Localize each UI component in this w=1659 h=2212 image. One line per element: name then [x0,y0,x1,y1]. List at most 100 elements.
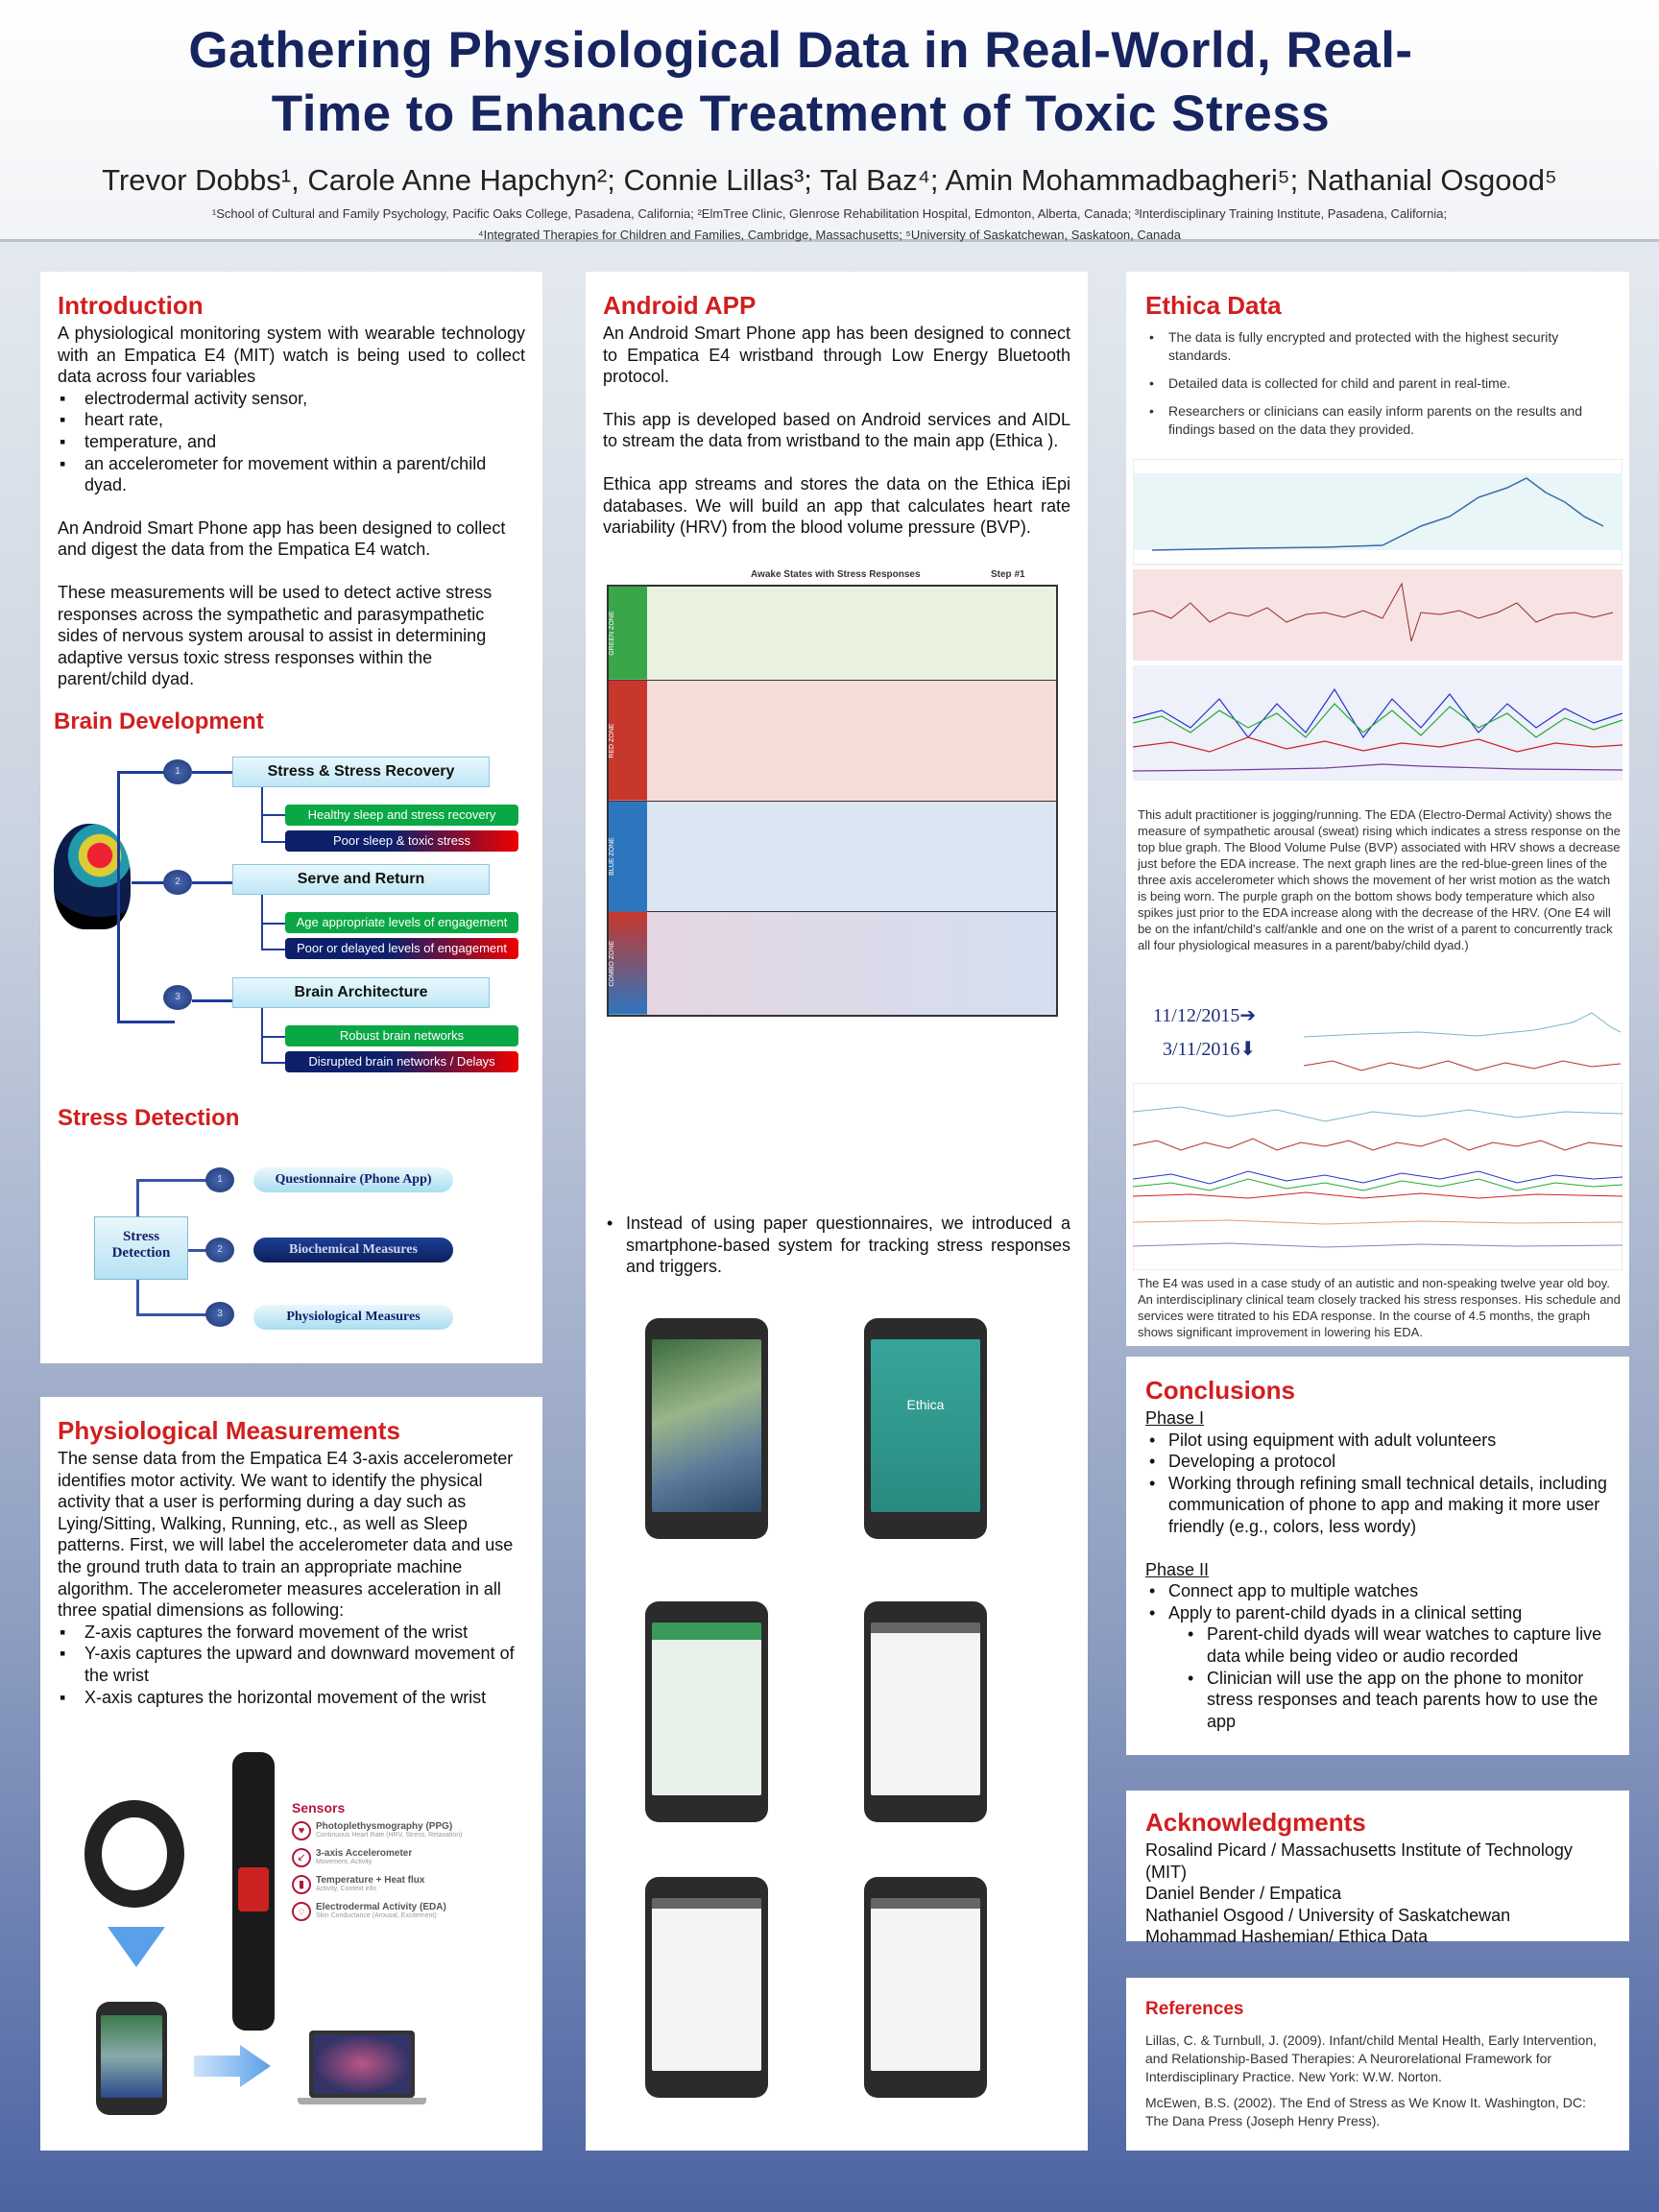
step-number-1: 1 [205,1167,234,1192]
list-item: Pilot using equipment with adult volunte… [1145,1430,1610,1452]
ethica-heading: Ethica Data [1145,291,1282,320]
ethica-panel: Ethica Data The data is fully encrypted … [1126,272,1629,1346]
jogging-sensor-graphs [1133,459,1623,781]
bad-outcome-1: Poor sleep & toxic stress [285,830,518,852]
poster-header: Gathering Physiological Data in Real-Wor… [0,0,1659,242]
caption-text: The E4 was used in a case study of an au… [1138,1276,1621,1339]
laptop-image [309,2031,415,2098]
serve-return-box: Serve and Return [232,864,490,895]
list-item: Researchers or clinicians can easily inf… [1145,402,1610,439]
references-panel: References Lillas, C. & Turnbull, J. (20… [1126,1978,1629,2151]
e4-band-image [232,1752,275,2031]
jogging-caption: This adult practitioner is jogging/runni… [1138,806,1623,953]
list-item: The data is fully encrypted and protecte… [1145,328,1610,365]
list-item: Y-axis captures the upward and downward … [58,1643,525,1686]
awake-states-chart: Awake States with Stress Responses Step … [607,569,1058,1390]
list-item: Parent-child dyads will wear watches to … [1184,1623,1610,1667]
brain-development-diagram: 1 2 3 Stress & Stress Recovery Healthy s… [40,747,542,1073]
sensor-name: 3-axis Accelerometer [316,1848,413,1859]
intro-paragraph-1: A physiological monitoring system with w… [58,324,525,387]
ethica-bullets: The data is fully encrypted and protecte… [1145,328,1610,439]
affiliations-line-2: ⁴Integrated Therapies for Children and F… [478,228,1181,242]
android-paragraph-3: Ethica app streams and stores the data o… [603,473,1070,538]
list-item: an accelerometer for movement within a p… [58,453,525,496]
eda-comparison-graph-small [1304,994,1621,1078]
stress-recovery-box: Stress & Stress Recovery [232,757,490,787]
android-heading: Android APP [603,291,757,320]
list-item: temperature, and [58,431,525,453]
list-item: Connect app to multiple watches [1145,1580,1610,1602]
list-item: heart rate, [58,409,525,431]
blue-zone-row: BLUE ZONE [609,801,1056,913]
biochemical-item: Biochemical Measures [253,1238,453,1262]
sensor-desc: Continuous Heart Rate (HRV, Stress, Rela… [316,1832,463,1839]
ack-line: Daniel Bender / Empatica [1145,1884,1342,1904]
zone-label: GREEN ZONE [609,587,647,680]
phase-2-sublist: Parent-child dyads will wear watches to … [1145,1623,1610,1732]
questionnaire-item: Questionnaire (Phone App) [253,1167,453,1192]
zone-label: BLUE ZONE [609,801,647,912]
phase-1-label: Phase I [1145,1408,1205,1428]
wristband-image [84,1800,184,1908]
bvp-line [1133,582,1614,642]
stress-detection-center-box: Stress Detection [94,1216,188,1280]
ack-line: Mohammad Hashemian/ Ethica Data [1145,1927,1429,1947]
acknowledgments-panel: Acknowledgments Rosalind Picard / Massac… [1126,1791,1629,1946]
red-zone-row: RED ZONE [609,680,1056,802]
thermometer-icon: ▮ [292,1875,311,1894]
ack-heading: Acknowledgments [1145,1808,1366,1837]
date-label-1: 11/12/2015➔ [1153,1005,1257,1026]
phone-screenshot-checklist-2 [864,1877,987,2098]
android-paragraph-1: An Android Smart Phone app has been desi… [603,324,1070,387]
eda-line [1151,477,1604,551]
sensor-name: Photoplethysmography (PPG) [316,1821,453,1832]
good-outcome-1: Healthy sleep and stress recovery [285,805,518,826]
green-zone-row: GREEN ZONE [609,587,1056,681]
good-outcome-2: Age appropriate levels of engagement [285,912,518,933]
conclusions-panel: Conclusions Phase I Pilot using equipmen… [1126,1357,1629,1755]
android-paragraph-2: This app is developed based on Android s… [603,409,1070,451]
sensor-item: ♥Photoplethysmography (PPG)Continuous He… [292,1821,532,1840]
phone-screenshot-login: Ethica [864,1318,987,1539]
combo-zone-row: COMBO ZONE [609,912,1056,1015]
sensor-desc: Skin Conductance (Arousal, Excitement) [316,1912,437,1919]
physio-bullets: Z-axis captures the forward movement of … [58,1622,525,1708]
ack-line: Nathaniel Osgood / University of Saskatc… [1145,1905,1511,1925]
list-item: Developing a protocol [1145,1451,1610,1473]
stress-detection-diagram: Stress Detection 1 2 3 Questionnaire (Ph… [40,1155,542,1347]
phone-screenshot-home [645,1318,768,1539]
accel-x-line [1133,687,1623,739]
intro-heading: Introduction [58,291,204,320]
good-outcome-3: Robust brain networks [285,1025,518,1046]
skin-icon: ◌ [292,1902,311,1921]
case-study-caption: The E4 was used in a case study of an au… [1138,1275,1623,1340]
list-item: electrodermal activity sensor, [58,388,525,410]
sensor-item: ◌Electrodermal Activity (EDA)Skin Conduc… [292,1902,532,1921]
step-number-1: 1 [163,759,192,784]
temperature-line [1133,763,1623,772]
axes-icon: ↙ [292,1848,311,1867]
middle-panel: Android APP An Android Smart Phone app h… [586,272,1088,2151]
bad-outcome-3: Disrupted brain networks / Delays [285,1051,518,1072]
title-line-2: Time to Enhance Treatment of Toxic Stres… [271,85,1331,142]
chart-step: Step #1 [991,569,1025,580]
phase-2-label: Phase II [1145,1559,1210,1579]
sensor-name: Temperature + Heat flux [316,1875,425,1886]
down-arrow-icon [108,1927,165,1967]
sensor-desc: Activity, Context info [316,1886,376,1892]
phase-1-list: Pilot using equipment with adult volunte… [1145,1430,1610,1538]
list-item: Instead of using paper questionnaires, w… [603,1213,1070,1278]
step-number-3: 3 [163,985,192,1010]
right-arrow-icon [194,2045,271,2087]
app-name: Ethica [871,1339,980,1512]
left-panel-bottom: Physiological Measurements The sense dat… [40,1397,542,2151]
zone-label: RED ZONE [609,680,647,801]
sensors-legend: Sensors ♥Photoplethysmography (PPG)Conti… [292,1800,532,1921]
step-number-2: 2 [163,870,192,895]
phone-screenshot-survey [864,1601,987,1822]
list-item: Z-axis captures the forward movement of … [58,1622,525,1644]
eda-comparison-graph-large [1133,1083,1623,1270]
list-item: X-axis captures the horizontal movement … [58,1687,525,1709]
reference-item: McEwen, B.S. (2002). The End of Stress a… [1145,2095,1586,2128]
ack-line: Rosalind Picard / Massachusetts Institut… [1145,1840,1573,1882]
